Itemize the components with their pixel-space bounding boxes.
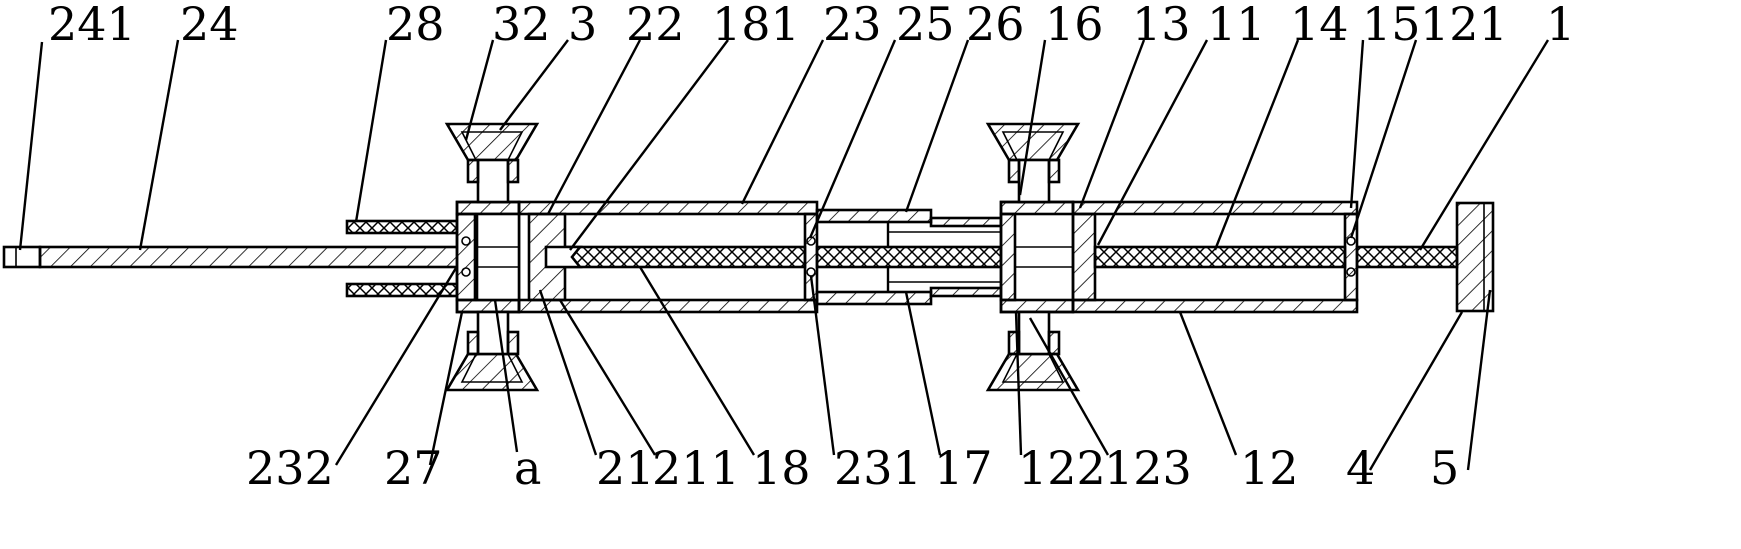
label-28: 28 — [386, 0, 445, 51]
label-211: 211 — [652, 441, 740, 495]
label-a: a — [514, 441, 541, 495]
label-32: 32 — [492, 0, 551, 51]
label-16: 16 — [1045, 0, 1104, 51]
label-11: 11 — [1207, 0, 1266, 51]
label-13: 13 — [1132, 0, 1191, 51]
label-14: 14 — [1290, 0, 1349, 51]
label-22: 22 — [626, 0, 685, 51]
label-181: 181 — [712, 0, 800, 51]
label-3: 3 — [568, 0, 597, 51]
shaft-18 — [544, 245, 1003, 269]
label-17: 17 — [934, 441, 993, 495]
label-5: 5 — [1430, 441, 1459, 495]
coupling-25-26-17 — [815, 208, 1003, 306]
label-1: 1 — [1546, 0, 1575, 51]
label-123: 123 — [1104, 441, 1192, 495]
funnel-left-top — [444, 122, 540, 204]
label-25: 25 — [896, 0, 955, 51]
label-121: 121 — [1420, 0, 1508, 51]
label-27: 27 — [384, 441, 443, 495]
label-24: 24 — [180, 0, 239, 51]
rod-24 — [2, 245, 514, 269]
label-231: 231 — [834, 441, 922, 495]
label-26: 26 — [966, 0, 1025, 51]
label-23: 23 — [823, 0, 882, 51]
label-241: 241 — [48, 0, 136, 51]
label-122: 122 — [1018, 441, 1106, 495]
label-18: 18 — [752, 441, 811, 495]
label-21: 21 — [596, 441, 655, 495]
label-12: 12 — [1240, 441, 1299, 495]
funnel-right-top — [985, 122, 1081, 204]
label-4: 4 — [1346, 441, 1375, 495]
leader-lines — [18, 39, 1550, 471]
label-15: 15 — [1362, 0, 1421, 51]
end-plate-4-5 — [1455, 201, 1495, 313]
funnel-left-bottom — [444, 310, 540, 392]
label-232: 232 — [246, 441, 334, 495]
right-housing — [999, 200, 1459, 314]
